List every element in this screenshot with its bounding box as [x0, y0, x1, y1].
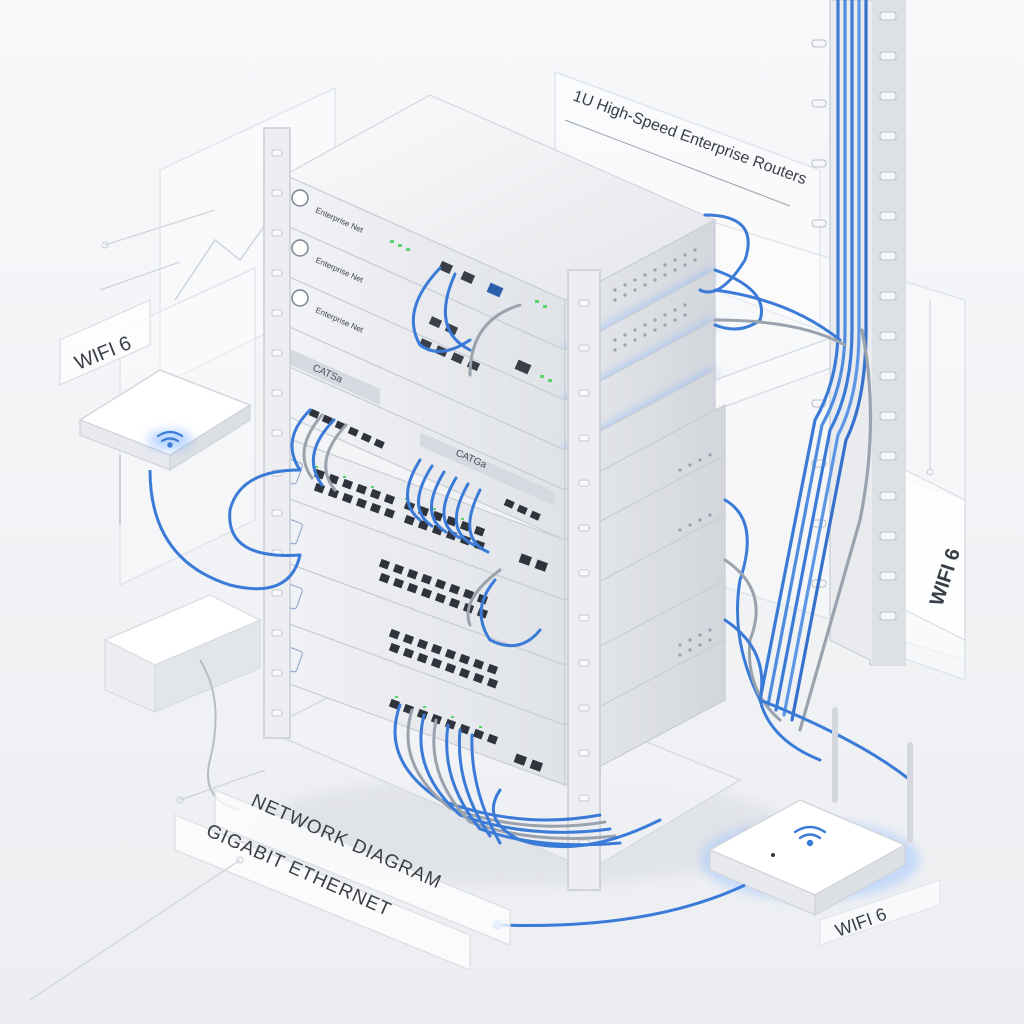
switch-catga: CATGa — [284, 364, 726, 541]
brand-logo-icon — [291, 189, 309, 207]
leader-lines — [29, 769, 266, 1001]
vertical-cable-tray — [758, 0, 906, 732]
wifi-router-right — [493, 707, 920, 930]
wifi-access-point-left — [78, 369, 302, 591]
rack-post-front-left — [263, 127, 291, 739]
brand-logo-icon — [291, 239, 309, 257]
power-unit — [103, 594, 262, 811]
patch-cables — [228, 213, 912, 849]
brand-logo-icon — [291, 289, 309, 307]
wifi-icon — [156, 430, 184, 448]
wifi-icon — [793, 825, 827, 847]
label-plates — [59, 299, 966, 971]
router-1: Enterprise Net — [283, 94, 717, 356]
callout-underline — [564, 119, 791, 207]
rack-post-front-right — [567, 269, 601, 891]
